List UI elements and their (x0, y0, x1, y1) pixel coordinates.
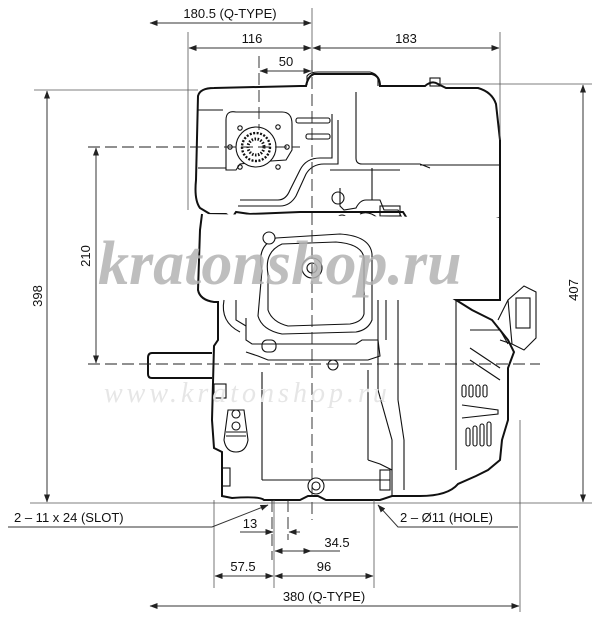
dim-210: 210 (78, 245, 93, 267)
dim-34-5: 34.5 (324, 535, 349, 550)
watermark-faint: www.kratonshop.ru (104, 378, 391, 409)
extension-lines (30, 8, 592, 612)
dimension-lines (8, 20, 586, 609)
dim-116: 116 (242, 31, 263, 46)
dim-407: 407 (566, 279, 581, 301)
dim-398: 398 (30, 285, 45, 307)
watermark-main: kratonshop.ru (98, 230, 462, 298)
slot-note: 2 – 11 x 24 (SLOT) (14, 510, 124, 525)
dim-96: 96 (317, 559, 331, 574)
hole-note: 2 – Ø11 (HOLE) (400, 510, 493, 525)
dim-180-5-q-type: 180.5 (Q-TYPE) (183, 6, 276, 21)
dim-380-q-type: 380 (Q-TYPE) (283, 589, 365, 604)
dim-13: 13 (243, 516, 257, 531)
dim-183: 183 (395, 31, 417, 46)
center-lines (88, 56, 540, 560)
output-shaft (147, 352, 212, 379)
dim-50: 50 (279, 54, 293, 69)
dim-57-5: 57.5 (230, 559, 255, 574)
